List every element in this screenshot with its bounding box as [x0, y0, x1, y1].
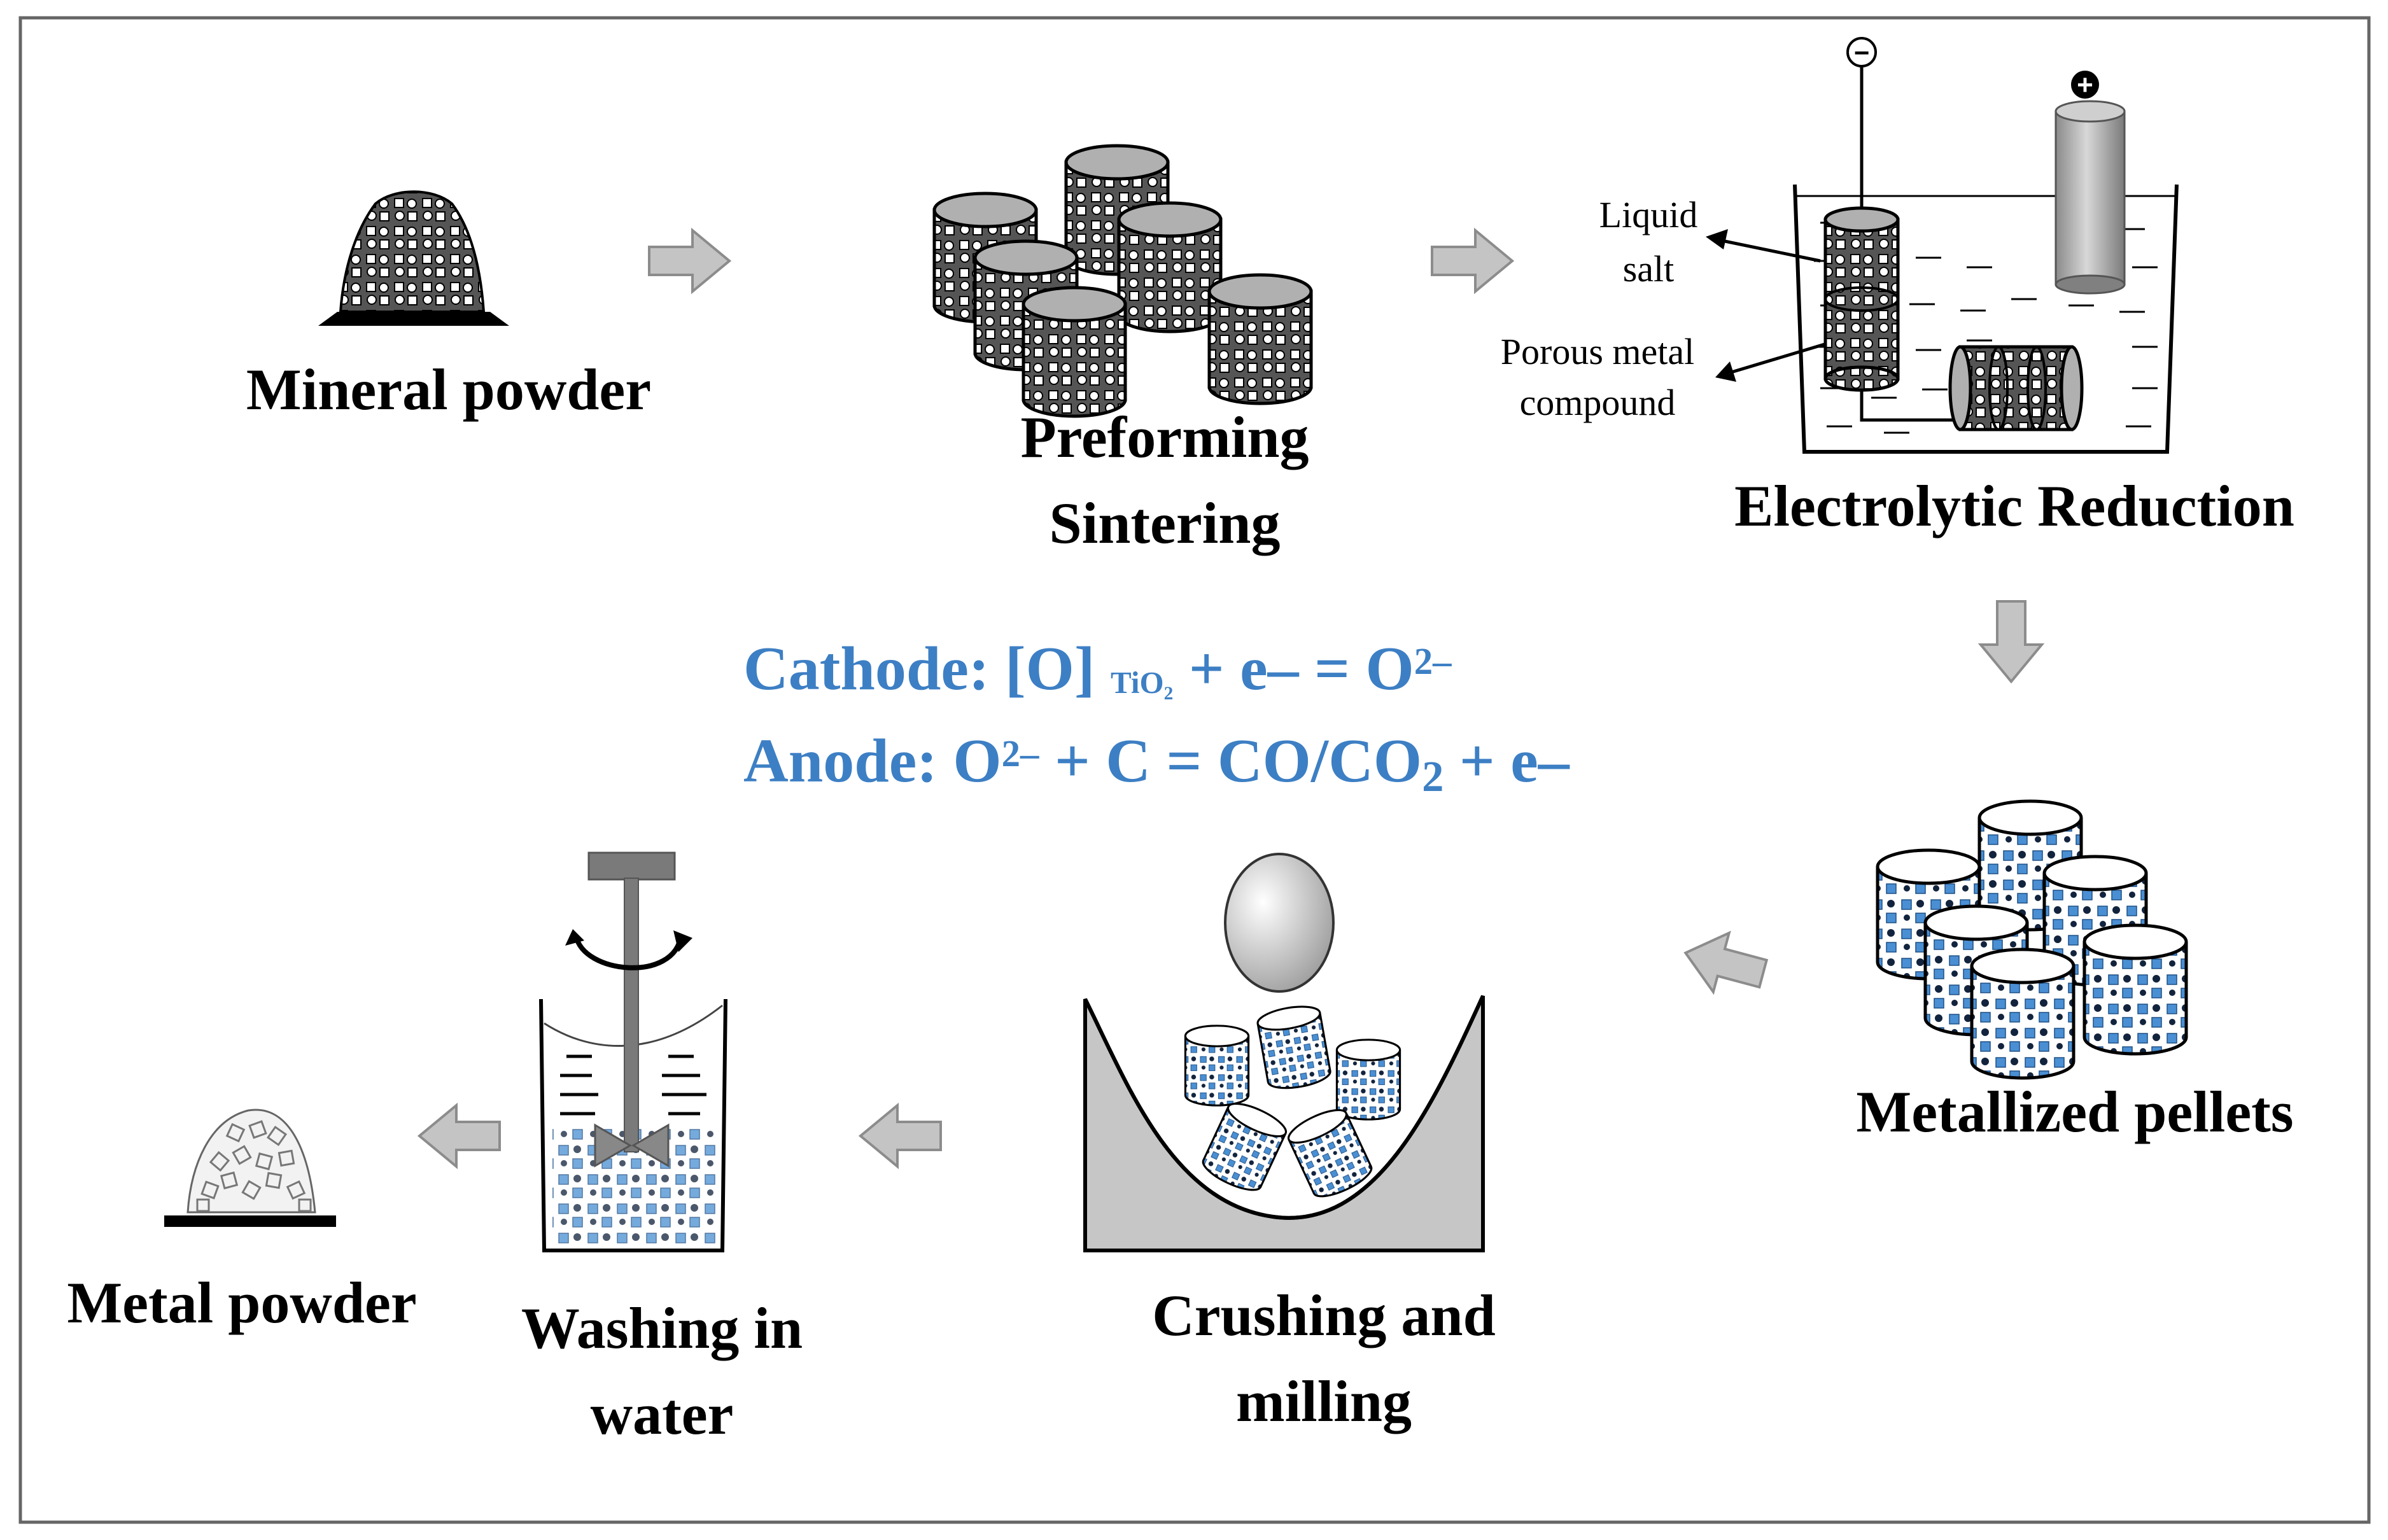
label-crushing-and: Crushing and: [1152, 1283, 1496, 1348]
label-metal-powder: Metal powder: [67, 1270, 417, 1335]
anode-superscript: 2–: [1001, 733, 1039, 775]
mineral-powder-pile: [318, 190, 509, 326]
label-preforming: Preforming: [1020, 405, 1309, 470]
cathode-subscript: TiO₂: [1111, 664, 1174, 700]
minus-terminal: [1846, 37, 1877, 67]
cathode-superscript: 2–: [1414, 641, 1452, 683]
label-sintering: Sintering: [1049, 491, 1281, 556]
metal-powder-pile: [164, 1109, 336, 1227]
label-washing-in: Washing in: [521, 1296, 803, 1361]
label-liquid: Liquid: [1599, 194, 1698, 235]
label-milling: milling: [1235, 1369, 1412, 1434]
anode-prefix: Anode: O: [743, 727, 1002, 795]
plus-sign: +: [2077, 69, 2093, 101]
washing-tank: [539, 851, 727, 1252]
anode-equation: Anode: O2– + C = CO/CO2 + e–: [743, 725, 1570, 801]
label-electrolytic-reduction: Electrolytic Reduction: [1734, 473, 2294, 538]
arrow-left-washing: [417, 1102, 501, 1170]
label-mineral-powder: Mineral powder: [246, 357, 652, 422]
ball-mill: [1083, 853, 1485, 1252]
anode-end: + e–: [1443, 727, 1570, 795]
label-compound: compound: [1519, 382, 1676, 423]
plus-terminal: [2071, 71, 2099, 99]
arrow-left-pellets: [1683, 930, 1769, 995]
label-water: water: [590, 1382, 734, 1446]
anode-mid: + C = CO/CO: [1039, 727, 1422, 795]
cathode-prefix: Cathode: [O]: [743, 634, 1095, 703]
arrow-down: [1977, 600, 2045, 684]
graphite-anode: [2054, 100, 2126, 295]
label-metallized-pellets: Metallized pellets: [1856, 1079, 2294, 1144]
cathode-mid: + e– = O: [1173, 634, 1414, 703]
label-salt: salt: [1622, 248, 1675, 290]
cathode-equation: Cathode: [O] TiO₂ + e– = O2–: [743, 633, 1451, 704]
anode-subscript: 2: [1422, 752, 1444, 801]
minus-sign: −: [1854, 38, 1870, 67]
label-porous-metal: Porous metal: [1500, 331, 1695, 372]
horizontal-pellets: [1948, 345, 2084, 431]
milling-ball: [1224, 853, 1335, 993]
electrolytic-cell: − +: [1706, 37, 2179, 454]
cathode-pellets: [1823, 206, 1900, 392]
arrow-left-milling: [858, 1102, 942, 1170]
